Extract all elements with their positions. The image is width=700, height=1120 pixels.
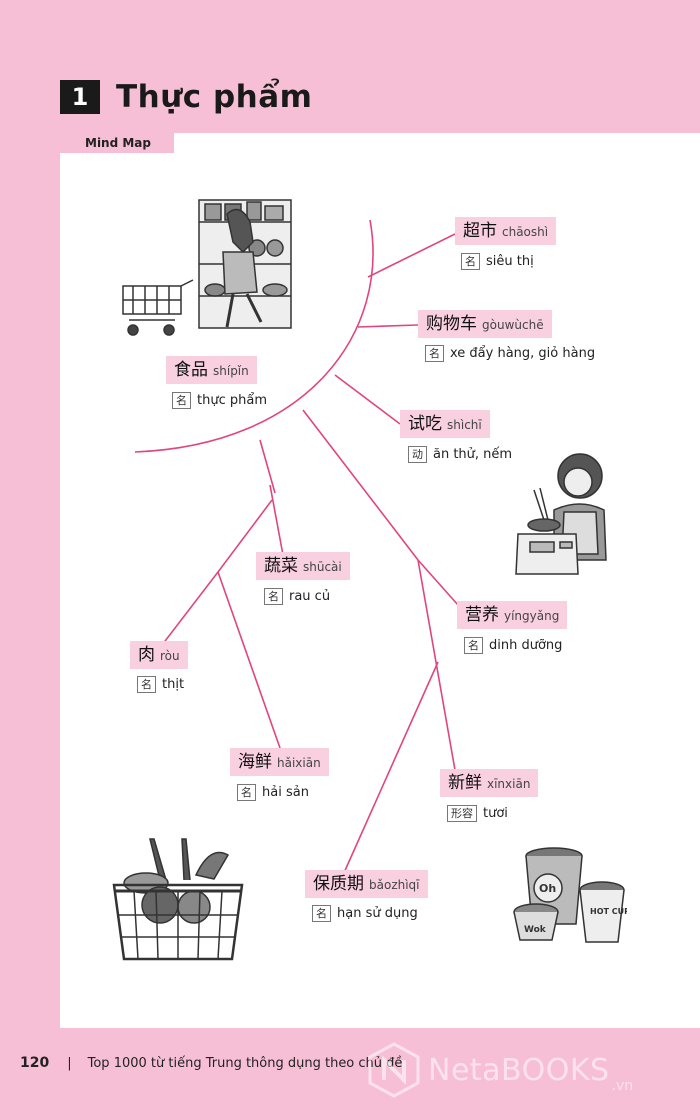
cup-label-hot-cup: HOT CUP (590, 907, 627, 916)
meaning-shichi: 动 ăn thử, nếm (408, 446, 512, 463)
meaning-yingyang: 名 dinh dưỡng (464, 637, 562, 654)
book-title: Top 1000 từ tiếng Trung thông dụng theo … (87, 1055, 403, 1071)
word-rou: 肉 ròu (130, 641, 188, 669)
hanzi: 食品 (174, 360, 208, 380)
branch-baozhiqi (342, 661, 439, 876)
meaning-xinxian: 形容 tươi (447, 805, 508, 822)
pos-tag: 名 (464, 637, 483, 654)
cooking-woman-illustration (515, 453, 607, 575)
page-number: 120 (20, 1055, 50, 1071)
word-xinxian: 新鲜 xīnxiān (440, 769, 539, 797)
branch-shichi (334, 374, 401, 425)
meaning-baozhiqi: 名 hạn sử dụng (312, 905, 418, 922)
cup-label-oh: Oh (539, 882, 556, 895)
netabooks-watermark: NetaBOOKS .vn (368, 1042, 633, 1098)
supermarket-cart-illustration (122, 199, 292, 336)
meaning-haixian: 名 hải sản (237, 784, 309, 801)
pinyin: ròu (160, 649, 180, 663)
hanzi: 试吃 (408, 414, 442, 434)
netabooks-logo-icon (368, 1042, 420, 1098)
meaning-gouwuche: 名 xe đẩy hàng, giỏ hàng (425, 345, 595, 362)
pinyin: shípǐn (213, 364, 249, 378)
meaning-text: hải sản (262, 785, 309, 800)
pos-tag: 形容 (447, 805, 477, 822)
branch-rou (161, 571, 219, 646)
word-chaoshi: 超市 chāoshì (455, 217, 557, 245)
meaning-text: siêu thị (486, 254, 534, 269)
watermark-name: NetaBOOKS (428, 1052, 610, 1088)
word-shichi: 试吃 shìchī (400, 410, 490, 438)
pos-tag: 动 (408, 446, 427, 463)
pos-tag: 名 (312, 905, 331, 922)
word-shucai: 蔬菜 shūcài (256, 552, 350, 580)
hanzi: 新鲜 (448, 773, 482, 793)
meaning-text: xe đẩy hàng, giỏ hàng (450, 346, 596, 361)
chapter-number: 1 (60, 80, 100, 114)
hanzi: 超市 (463, 221, 497, 241)
branch-shucai (269, 484, 284, 556)
meaning-text: ăn thử, nếm (433, 447, 513, 462)
word-center: 食品 shípǐn (166, 356, 257, 384)
hanzi: 购物车 (426, 314, 477, 334)
hanzi: 营养 (465, 605, 499, 625)
meaning-text: hạn sử dụng (337, 906, 418, 921)
meaning-text: rau củ (289, 589, 331, 604)
pinyin: gòuwùchē (482, 318, 544, 332)
pos-tag: 名 (137, 676, 156, 693)
pinyin: chāoshì (502, 225, 549, 239)
meaning-text: tươi (483, 806, 508, 821)
branch-haixian (217, 571, 281, 749)
word-gouwuche: 购物车 gòuwùchē (418, 310, 552, 338)
meaning-text: thực phẩm (197, 393, 267, 408)
hanzi: 肉 (138, 645, 155, 665)
meaning-chaoshi: 名 siêu thị (461, 253, 534, 270)
word-yingyang: 营养 yíngyǎng (457, 601, 568, 629)
branch-left-main (259, 439, 276, 494)
pinyin: bǎozhìqī (369, 878, 420, 892)
branch-left-down (217, 499, 273, 573)
chapter-header: 1 Thực phẩm (60, 78, 312, 116)
meaning-rou: 名 thịt (137, 676, 184, 693)
pinyin: yíngyǎng (504, 609, 560, 623)
pos-tag: 名 (237, 784, 256, 801)
meaning-text: thịt (162, 677, 185, 692)
branch-chaoshi (367, 233, 456, 278)
meaning-shucai: 名 rau củ (264, 588, 330, 605)
chapter-title: Thực phẩm (116, 79, 313, 115)
pinyin: xīnxiān (487, 777, 531, 791)
mind-map-tab: Mind Map (60, 133, 174, 153)
word-haixian: 海鲜 hǎixiān (230, 748, 329, 776)
pos-tag: 名 (264, 588, 283, 605)
meaning-center: 名 thực phẩm (172, 392, 267, 409)
hanzi: 保质期 (313, 874, 364, 894)
food-basket-illustration (112, 838, 244, 961)
watermark-suffix: .vn (611, 1078, 634, 1094)
pos-tag: 名 (425, 345, 444, 362)
instant-noodles-illustration: Oh HOT CUP Wok (513, 847, 627, 943)
branch-gouwuche (357, 324, 419, 328)
page-footer: 120 | Top 1000 từ tiếng Trung thông dụng… (20, 1055, 402, 1071)
pos-tag: 名 (172, 392, 191, 409)
footer-separator: | (67, 1055, 72, 1071)
pinyin: shìchī (447, 418, 482, 432)
branch-yingyang (417, 559, 459, 606)
hanzi: 蔬菜 (264, 556, 298, 576)
pinyin: hǎixiān (277, 756, 321, 770)
center-arc (134, 219, 374, 453)
cup-label-wok: Wok (524, 925, 547, 935)
branch-yingyang-main (302, 409, 419, 561)
meaning-text: dinh dưỡng (489, 638, 563, 653)
hanzi: 海鲜 (238, 752, 272, 772)
word-baozhiqi: 保质期 bǎozhìqī (305, 870, 428, 898)
pos-tag: 名 (461, 253, 480, 270)
pinyin: shūcài (303, 560, 342, 574)
